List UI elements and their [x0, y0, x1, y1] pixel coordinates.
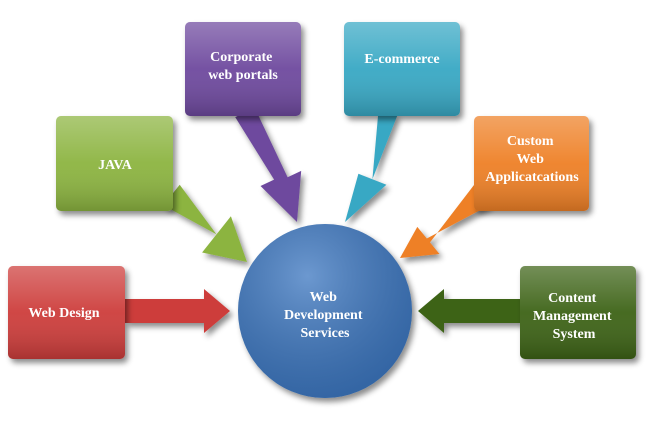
- node-custom: Custom Web Applicatcations: [474, 116, 589, 211]
- arrow-corporate: [235, 107, 302, 222]
- arrow-custom: [400, 185, 491, 258]
- node-cms: Content Management System: [520, 266, 636, 359]
- node-label: JAVA: [98, 158, 133, 173]
- arrow-cms: [418, 289, 522, 333]
- node-corporate: Corporate web portals: [185, 22, 301, 116]
- node-label: Corporate web portals: [208, 50, 278, 83]
- node-label: Custom Web Applicatcations: [485, 134, 579, 185]
- node-ecommerce: E-commerce: [344, 22, 460, 116]
- center-label: Web Development Services: [284, 290, 366, 341]
- arrow-ecommerce: [345, 108, 398, 222]
- node-label: Web Design: [28, 306, 99, 321]
- center-node: Web Development Services: [238, 224, 412, 398]
- arrow-java: [163, 184, 247, 262]
- node-label: Content Management System: [533, 291, 615, 342]
- arrow-webdesign: [125, 289, 230, 333]
- node-label: E-commerce: [364, 52, 439, 67]
- node-webdesign: Web Design: [8, 266, 125, 359]
- node-java: JAVA: [56, 116, 173, 211]
